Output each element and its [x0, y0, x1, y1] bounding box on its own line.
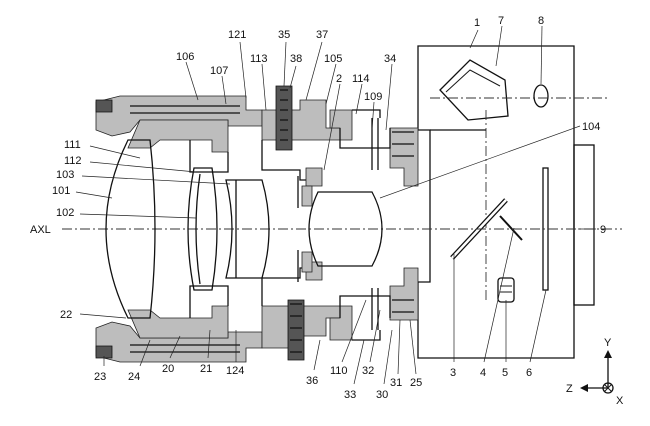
pentaprism [439, 59, 509, 121]
label-36: 36 [306, 375, 318, 387]
label-25: 25 [410, 377, 422, 389]
label-37: 37 [316, 29, 328, 41]
label-5: 5 [502, 367, 508, 379]
label-104: 104 [582, 121, 600, 133]
leader-lines [75, 25, 596, 385]
axis-y-label: Y [604, 337, 612, 349]
label-102: 102 [56, 207, 74, 219]
label-106: 106 [176, 51, 194, 63]
label-7: 7 [498, 15, 504, 27]
label-124: 124 [226, 365, 244, 377]
rear-lens [308, 191, 383, 267]
label-103: 103 [56, 169, 74, 181]
label-4: 4 [480, 367, 486, 379]
axis-z-label: Z [566, 383, 573, 395]
label-33: 33 [344, 389, 356, 401]
label-121: 121 [228, 29, 246, 41]
label-112: 112 [64, 155, 82, 167]
axis-label: AXL [30, 224, 51, 236]
label-22: 22 [60, 309, 72, 321]
label-105: 105 [324, 53, 342, 65]
label-101: 101 [52, 185, 70, 197]
front-lens [105, 139, 156, 319]
label-34: 34 [384, 53, 396, 65]
label-38: 38 [290, 53, 302, 65]
label-35: 35 [278, 29, 290, 41]
label-9: 9 [600, 224, 606, 236]
label-32: 32 [362, 365, 374, 377]
label-20: 20 [162, 363, 174, 375]
label-114: 114 [352, 73, 370, 85]
eyepiece-lens [533, 84, 549, 108]
label-8: 8 [538, 15, 544, 27]
label-30: 30 [376, 389, 388, 401]
lens-group-103 [225, 179, 270, 279]
coordinate-indicator: Y Z X [566, 337, 624, 407]
label-31: 31 [390, 377, 402, 389]
label-110: 110 [330, 365, 348, 377]
label-109: 109 [364, 91, 382, 103]
label-23: 23 [94, 371, 106, 383]
reference-labels: 1 7 8 121 35 37 106 107 113 38 105 34 2 … [30, 15, 606, 401]
axis-x-label: X [616, 395, 624, 407]
camera-body [389, 45, 610, 359]
label-111: 111 [64, 139, 81, 151]
label-24: 24 [128, 371, 140, 383]
label-113: 113 [250, 53, 268, 65]
label-21: 21 [200, 363, 212, 375]
label-6: 6 [526, 367, 532, 379]
lens-group-102 [187, 167, 218, 291]
label-107: 107 [210, 65, 228, 77]
lens-elements [105, 139, 383, 319]
lens-barrel [95, 85, 391, 363]
label-2: 2 [336, 73, 342, 85]
label-1: 1 [474, 17, 480, 29]
label-3: 3 [450, 367, 456, 379]
image-sensor [573, 144, 595, 306]
